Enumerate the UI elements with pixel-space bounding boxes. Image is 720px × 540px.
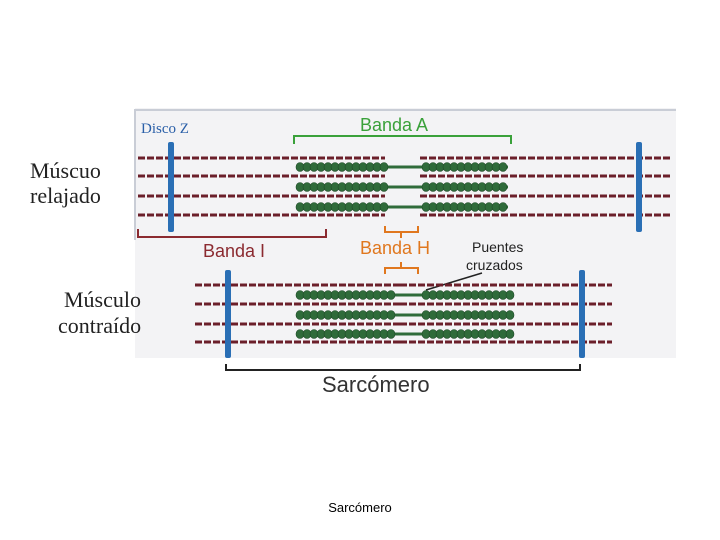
relaxed-muscle [138, 142, 672, 232]
relaxed-myosin-2-head [498, 202, 508, 212]
disco-z-label: Disco Z [141, 121, 189, 137]
contracted-myosin-0-head [386, 290, 396, 300]
contracted-label-line1: Músculo [64, 287, 141, 312]
contracted-myosin-0-head [505, 290, 515, 300]
contracted-myosin-filaments [295, 290, 515, 339]
z-disc-left-relaxed [168, 142, 174, 232]
z-disc-left-contracted [225, 270, 231, 358]
sarcomero-label: Sarcómero [322, 372, 430, 397]
puentes-label-line1: Puentes [472, 239, 523, 255]
figure-panel-left-strip [25, 108, 135, 358]
relaxed-myosin-filaments [295, 162, 508, 212]
contracted-muscle [195, 270, 612, 358]
banda-i-label: Banda I [203, 241, 265, 261]
z-disc-right-contracted [579, 270, 585, 358]
banda-i-bracket [137, 229, 327, 238]
contracted-myosin-1-head [505, 310, 515, 320]
contracted-myosin-2-head [505, 329, 515, 339]
relaxed-label-line2: relajado [30, 183, 101, 208]
sarcomero-bracket [225, 364, 581, 371]
contracted-label-line2: contraído [58, 313, 141, 338]
relaxed-myosin-0-head [379, 162, 389, 172]
contracted-actin-filaments [195, 283, 612, 344]
relaxed-myosin-0-head [498, 162, 508, 172]
contracted-myosin-1-head [386, 310, 396, 320]
relaxed-myosin-1-head [498, 182, 508, 192]
banda-h-label: Banda H [360, 238, 430, 258]
banda-a-bracket [293, 135, 512, 144]
relaxed-actin-filaments [138, 156, 672, 217]
relaxed-myosin-1-head [379, 182, 389, 192]
slide-caption: Sarcómero [328, 500, 392, 515]
puentes-label-line2: cruzados [466, 257, 523, 273]
puentes-pointer [425, 272, 483, 291]
relaxed-label-line1: Múscuo [30, 158, 101, 183]
z-disc-right-relaxed [636, 142, 642, 232]
relaxed-myosin-2-head [379, 202, 389, 212]
banda-h-bracket-bottom [384, 262, 419, 274]
banda-a-label: Banda A [360, 115, 428, 135]
banda-h-bracket-top [384, 226, 419, 238]
contracted-myosin-2-head [386, 329, 396, 339]
